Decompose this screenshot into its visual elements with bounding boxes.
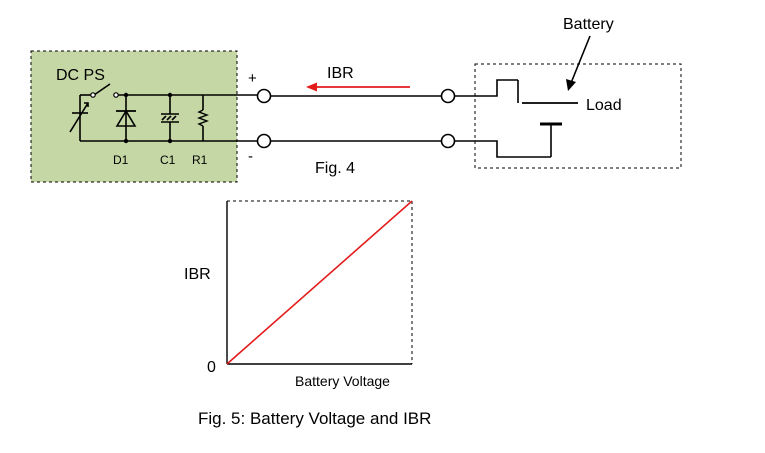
switch-contact-right xyxy=(113,92,119,98)
fig5-chart: IBR 0 Battery Voltage Fig. 5: Battery Vo… xyxy=(184,200,431,428)
terminals xyxy=(256,88,456,149)
d1-label: D1 xyxy=(113,153,129,167)
ibr-current-label: IBR xyxy=(327,65,354,82)
series-line-0 xyxy=(226,200,413,365)
origin-tick-label: 0 xyxy=(207,359,216,376)
diode-icon xyxy=(115,109,137,127)
ps-internal-wiring xyxy=(79,83,258,142)
x-axis-label: Battery Voltage xyxy=(295,373,390,389)
switch-contact-left xyxy=(90,92,96,98)
variable-source-icon xyxy=(69,102,89,133)
capacitor-icon xyxy=(161,113,179,123)
load-label: Load xyxy=(586,97,622,114)
dc-ps-label: DC PS xyxy=(56,67,105,84)
fig5-caption: Fig. 5: Battery Voltage and IBR xyxy=(198,409,431,428)
y-axis-label: IBR xyxy=(184,266,211,283)
ibr-current-arrow xyxy=(306,82,410,92)
ps-plus-terminal xyxy=(256,88,272,104)
ps-minus-terminal xyxy=(256,133,272,149)
battery-icon xyxy=(517,80,578,158)
fig4-circuit: DC PS xyxy=(30,16,682,183)
minus-terminal-label: - xyxy=(248,148,253,165)
battery-label: Battery xyxy=(563,16,614,33)
series-layer xyxy=(226,200,413,365)
plus-terminal-label: + xyxy=(248,70,257,87)
junction-dots xyxy=(123,92,173,144)
fig4-caption: Fig. 4 xyxy=(315,160,355,177)
c1-label: C1 xyxy=(160,153,176,167)
battery-pointer-arrow xyxy=(566,35,591,91)
battery-minus-terminal xyxy=(440,133,456,149)
external-wires xyxy=(270,79,518,158)
battery-plus-terminal xyxy=(440,88,456,104)
resistor-icon xyxy=(197,109,209,127)
r1-label: R1 xyxy=(192,153,208,167)
